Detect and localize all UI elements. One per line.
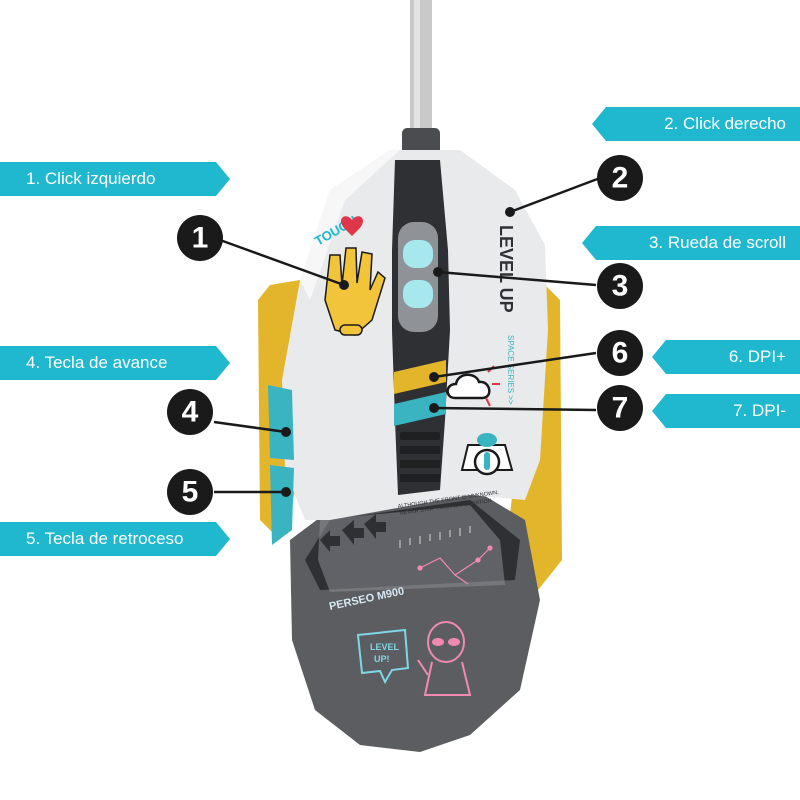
forward-button[interactable] (268, 385, 294, 460)
vent-grille (400, 432, 440, 482)
back-button[interactable] (270, 465, 294, 545)
arrow-graphics (320, 514, 386, 552)
ruler-ticks (399, 526, 471, 548)
speech-bubble: LEVEL UP! (356, 628, 410, 685)
leader-lines (213, 176, 601, 494)
label-dpi-plus: 6. DPI+ (652, 340, 800, 374)
marker-4: 4 (167, 389, 213, 435)
speech-bubble-text-2: UP! (374, 654, 390, 664)
dpi-minus-button[interactable] (394, 392, 446, 426)
palm-rest (290, 490, 540, 752)
speech-bubble-text-1: LEVEL (370, 642, 400, 652)
leader-line-2 (509, 176, 601, 214)
cloud-icon (446, 365, 500, 407)
label-scroll-wheel: 3. Rueda de scroll (582, 226, 800, 260)
leader-dots (281, 207, 515, 497)
label-right-click: 2. Click derecho (592, 107, 800, 141)
alien-icon (417, 621, 472, 696)
marker-3: 3 (597, 263, 643, 309)
marker-5-number: 5 (182, 476, 199, 509)
marker-7: 7 (597, 385, 643, 431)
marker-1: 1 (177, 215, 223, 261)
dpi-plus-button[interactable] (394, 360, 446, 394)
label-dpi-minus: 7. DPI- (652, 394, 800, 428)
brand-logo-text: LEVEL UP (496, 225, 516, 313)
label-forward-key: 4. Tecla de avance (0, 346, 230, 380)
side-buttons (268, 385, 294, 545)
constellation (417, 545, 493, 585)
series-text: SPACE SERIES >> (506, 335, 515, 405)
cable (402, 0, 440, 162)
marker-4-number: 4 (182, 396, 199, 429)
marker-3-number: 3 (612, 270, 629, 303)
marker-7-number: 7 (612, 392, 629, 425)
marker-6-number: 6 (612, 337, 629, 370)
astronaut-badge (460, 433, 514, 476)
scroll-wheel[interactable] (398, 222, 438, 332)
hand-sticker (324, 247, 386, 336)
marker-5: 5 (167, 469, 213, 515)
dpi-buttons (394, 360, 446, 482)
label-left-click: 1. Click izquierdo (0, 162, 230, 196)
label-back-key: 5. Tecla de retroceso (0, 522, 230, 556)
marker-1-number: 1 (192, 222, 209, 255)
leader-line-7 (433, 406, 597, 412)
marker-2-number: 2 (612, 162, 629, 195)
heart-icon (341, 216, 363, 236)
leader-line-6 (433, 351, 597, 379)
marker-6: 6 (597, 330, 643, 376)
leader-line-4 (213, 420, 287, 434)
leader-line-3 (437, 270, 597, 287)
leader-line-1 (219, 238, 345, 287)
marker-2: 2 (597, 155, 643, 201)
